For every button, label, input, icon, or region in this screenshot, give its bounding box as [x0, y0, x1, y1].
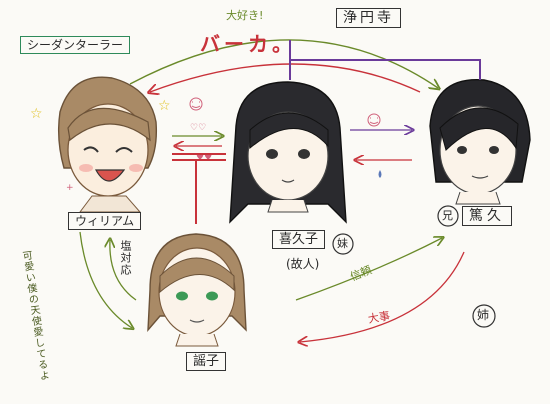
william-portrait [57, 76, 158, 213]
atsuhisa-name-label: 篤久 [462, 206, 512, 226]
group-label-family: 浄円寺 [336, 8, 401, 28]
group-label-cheerleader: シーダンターラー [20, 36, 131, 54]
atsuhisa-relation-label: 兄 [442, 209, 453, 222]
precious-label: 大事 [367, 309, 391, 326]
love-arrow [129, 39, 438, 88]
hearts-icon-2: ♥♥ [196, 153, 212, 163]
atsuhisa-relation-circle [437, 205, 459, 227]
marriage-line [172, 153, 226, 224]
kikuko-status-label: (故人) [286, 257, 320, 271]
yoko-relation-label: 姉 [477, 308, 490, 322]
star-icon-2: ☆ [158, 98, 171, 114]
hearts-icon: ♡♡ [190, 123, 206, 133]
trust-arrow [295, 238, 442, 301]
love-label: 大好き! [226, 9, 264, 22]
family-line [289, 40, 481, 80]
precious-arrow [300, 251, 465, 342]
sparkle-icon: + [66, 183, 74, 193]
william-name-label: ウィリアム [68, 212, 142, 230]
yoko-name-label: 謡子 [186, 352, 227, 371]
sweat-drop-icon [378, 170, 382, 178]
william-to-yoko-arrow [79, 231, 132, 328]
yoko-to-william-arrow [110, 240, 137, 301]
salty-label: 塩対応 [119, 240, 132, 276]
kikuko-portrait [229, 81, 347, 224]
baka-arrow [150, 63, 421, 92]
baka-label: バーカ。 [200, 32, 296, 56]
yoko-relation-circle [472, 304, 496, 328]
star-icon: ☆ [30, 106, 43, 122]
kikuko-relation-circle [332, 233, 354, 255]
smile-icon-2 [189, 97, 203, 111]
atsuhisa-portrait [429, 79, 531, 205]
yoko-portrait [147, 233, 247, 347]
smile-icon [367, 113, 381, 127]
kikuko-relation-label: 妹 [337, 237, 348, 250]
kikuko-name-label: 喜久子 [272, 230, 326, 249]
